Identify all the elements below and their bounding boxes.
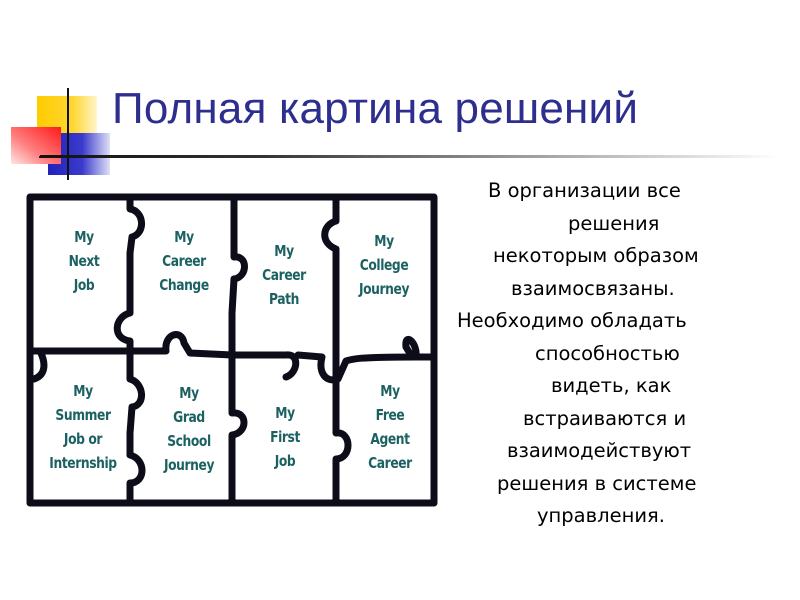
career-puzzle-image: My Next Job My Career Change My Career P… [26,193,438,507]
piece-line: Job [73,276,95,294]
text-line: способностью [535,341,680,365]
text-line: взаимосвязаны. [511,276,675,300]
text-line: В организации все [488,179,681,202]
puzzle-piece-my-next-job: My Next Job [51,225,117,297]
piece-line: My [275,404,295,422]
piece-line: Path [269,290,299,308]
paragraph-ability: Необходимо обладать способностью видеть,… [455,305,785,533]
text-line: управления. [537,504,665,527]
puzzle-outline-icon [26,193,438,507]
puzzle-piece-my-college-journey: My College Journey [350,229,419,301]
paragraph-interconnected: В организации все решения некоторым обра… [455,175,785,305]
piece-line: Journey [358,280,410,298]
piece-line: College [359,256,409,274]
piece-line: Next [68,252,100,270]
piece-line: My [274,242,294,260]
piece-line: Agent [370,430,410,448]
piece-line: Career [368,454,412,472]
piece-line: Journey [163,456,215,474]
piece-line: My [380,382,400,400]
piece-line: Job [274,452,296,470]
piece-line: First [270,428,300,446]
text-line: видеть, как [551,374,672,397]
puzzle-piece-my-career-change: My Career Change [150,225,219,297]
text-line: Необходимо обладать [457,309,687,332]
piece-line: My [174,228,194,246]
piece-line: My [179,384,199,402]
piece-line: Internship [49,454,117,472]
slide-title: Полная картина решений [112,84,639,133]
puzzle-piece-my-summer-job-or-internship: My Summer Job or Internship [44,379,121,475]
text-line: решения в системе [497,471,697,495]
puzzle-piece-my-grad-school-journey: My Grad School Journey [154,381,225,477]
piece-line: Job or [63,430,103,448]
slide-body-text: В организации все решения некоторым обра… [455,175,785,533]
puzzle-piece-my-first-job: My First Job [250,401,321,473]
piece-line: My [374,232,394,250]
piece-line: School [167,432,211,450]
decorative-squares-icon [11,88,130,180]
piece-line: My [74,228,94,246]
puzzle-piece-my-career-path: My Career Path [250,239,319,311]
piece-line: My [73,382,93,400]
piece-line: Summer [55,406,111,424]
text-line: встраиваются и [523,406,687,430]
title-underline [40,155,780,158]
piece-line: Career [162,252,206,270]
piece-line: Change [159,276,209,294]
text-line: взаимодействуют [507,439,692,462]
piece-line: Career [262,266,306,284]
piece-line: Grad [173,408,205,426]
piece-line: Free [375,406,405,424]
text-line: решения [568,211,660,235]
puzzle-piece-my-free-agent-career: My Free Agent Career [356,379,425,475]
text-line: некоторым образом [493,244,699,267]
